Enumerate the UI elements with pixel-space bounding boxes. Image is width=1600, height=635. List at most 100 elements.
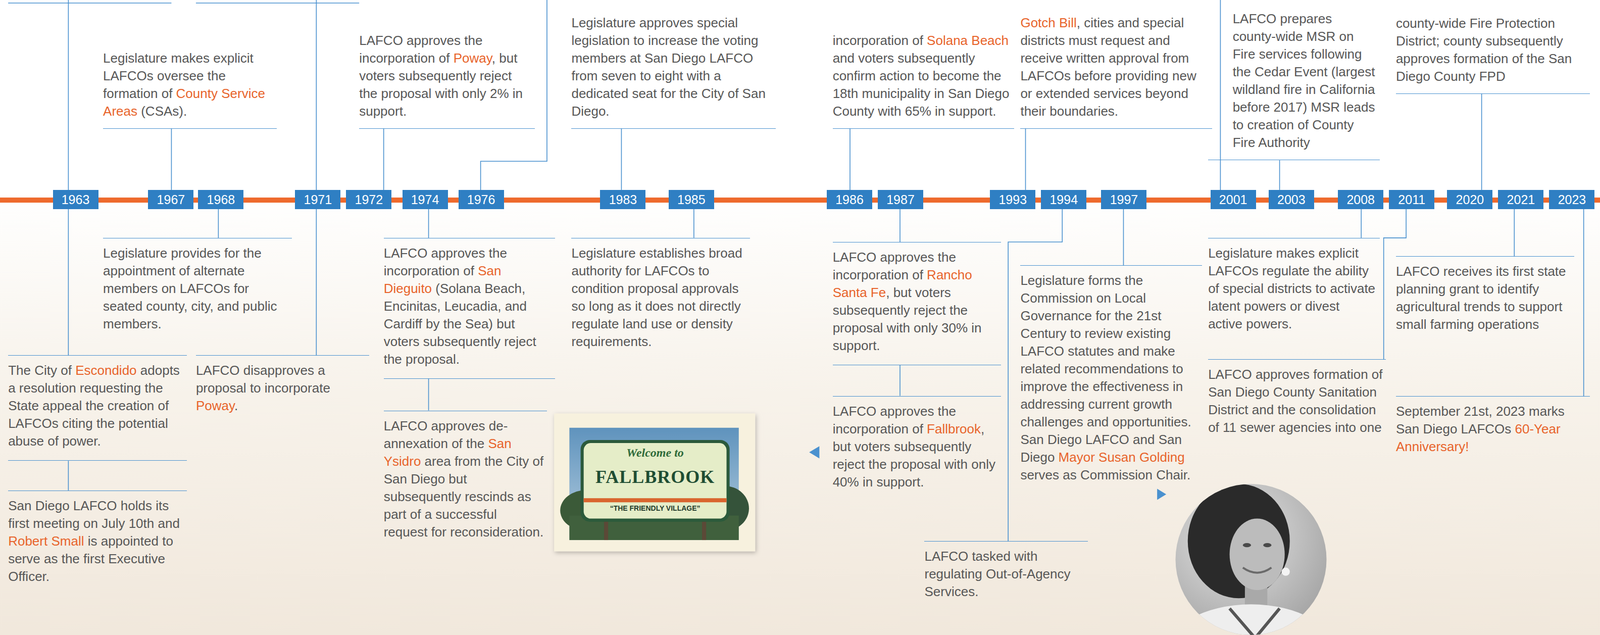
event-note: Legislature forms the Commission on Loca…: [1020, 265, 1203, 486]
year-label: 1963: [53, 189, 99, 210]
leader-line: [68, 460, 70, 491]
year-label: 2023: [1548, 189, 1595, 210]
event-note: county-wide Fire Protection District; co…: [1395, 14, 1590, 94]
highlight: Fallbrook: [926, 421, 981, 437]
highlight: Mayor: [1058, 449, 1095, 465]
leader-line: [1360, 209, 1362, 238]
event-note: LAFCO tasked with regulating Out-of-Agen…: [924, 540, 1088, 603]
sign-text: Welcome to: [583, 445, 727, 461]
highlight: Poway: [453, 50, 492, 66]
highlight: Areas: [103, 103, 138, 119]
highlight: Beach: [971, 32, 1009, 48]
event-text: LAFCO approves the incorporation of Fall…: [832, 402, 998, 491]
year-marker: 2020: [1446, 189, 1493, 210]
event-note: incorporation of Solana Beach and voters…: [832, 31, 1015, 129]
highlight: Golding: [1139, 449, 1185, 465]
event-note: LAFCO approves formation of San Diego Co…: [1208, 359, 1386, 439]
leader-line: [428, 209, 430, 238]
highlight: Gotch: [1020, 15, 1056, 31]
highlight: Susan: [1098, 449, 1136, 465]
event-note: San Diego LAFCO holds its first meeting …: [8, 490, 187, 588]
portrait-photo: [1165, 481, 1337, 635]
event-text: LAFCO approves formation of San Diego Co…: [1208, 365, 1383, 437]
fallbrook-photo: [554, 413, 756, 552]
sign-text: FALLBROOK: [577, 466, 733, 488]
highlight: Small: [51, 533, 84, 549]
event-text: Legislature makes explicit LAFCOs overse…: [103, 49, 274, 121]
event-text: LAFCO approves the incorporation of Ranc…: [832, 248, 998, 355]
leader-line: [1025, 128, 1027, 190]
event-text: Legislature approves special legislation…: [571, 14, 773, 121]
event-note: Legislature establishes broad authority …: [571, 237, 750, 353]
event-text: LAFCO disapproves a proposal to incorpor…: [195, 361, 367, 415]
leader-line: [1513, 209, 1515, 257]
year-marker: 2001: [1210, 189, 1257, 210]
highlight: Anniversary!: [1395, 438, 1470, 455]
highlight: Robert: [8, 533, 48, 549]
highlight: Rancho: [926, 267, 973, 283]
year-marker: 1967: [147, 189, 194, 210]
event-text: LAFCO approves the incorporation of San …: [383, 244, 553, 369]
year-marker: 2003: [1268, 189, 1315, 210]
year-marker: 2023: [1548, 189, 1595, 210]
leader-line: [899, 365, 901, 396]
event-text: Legislature establishes broad authority …: [571, 244, 747, 351]
year-label: 1993: [989, 189, 1036, 210]
event-note: Legislature approves special legislation…: [571, 14, 776, 129]
leader-line: [693, 209, 695, 238]
event-text: LAFCO receives its first state planning …: [1395, 262, 1572, 334]
highlight: 60-Year: [1515, 421, 1561, 437]
year-label: 1976: [458, 189, 505, 210]
highlight: County: [176, 85, 218, 102]
event-text: The City of Escondido adopts a resolutio…: [8, 361, 184, 450]
highlight: Dieguito: [383, 280, 432, 296]
year-marker: 1976: [458, 189, 505, 210]
event-text: September 21st, 2023 marks San Diego LAF…: [1395, 402, 1587, 456]
leader-line: [316, 209, 318, 356]
event-note: LAFCO disapproves a proposal to incorpor…: [195, 355, 370, 417]
year-marker: 1993: [989, 189, 1036, 210]
event-note: Legislature makes explicit LAFCOs overse…: [103, 49, 277, 129]
event-text: Legislature forms the Commission on Loca…: [1020, 271, 1199, 484]
leader-line: [1220, 0, 1222, 190]
highlight: Ysidro: [383, 453, 422, 469]
event-note: Legislature makes explicit LAFCOs regula…: [1208, 237, 1380, 335]
year-marker: 1994: [1040, 189, 1087, 210]
year-marker: 1971: [294, 189, 341, 210]
leader-line: [621, 128, 623, 190]
pointer-triangle: [1157, 488, 1167, 500]
year-marker: 1974: [402, 189, 448, 210]
year-marker: 2008: [1337, 189, 1384, 210]
year-label: 1997: [1101, 189, 1147, 210]
year-marker: 2021: [1497, 189, 1544, 210]
highlight: San: [477, 263, 502, 279]
year-marker: 1987: [877, 189, 924, 210]
highlight: Solana: [926, 32, 968, 48]
highlight: Fe: [870, 284, 886, 300]
highlight: Escondido: [75, 362, 137, 378]
event-note: The City of Escondido adopts a resolutio…: [8, 355, 187, 461]
highlight: Poway: [195, 397, 235, 414]
leader-line: [218, 209, 220, 238]
event-text: LAFCO prepares county-wide MSR on Fire s…: [1232, 10, 1377, 152]
year-label: 2003: [1268, 189, 1315, 210]
year-marker: 1968: [197, 189, 244, 210]
event-note: LAFCO approves the incorporation of Ranc…: [832, 241, 1002, 366]
year-label: 1983: [600, 189, 646, 210]
event-note: September 21st, 2023 marks San Diego LAF…: [1395, 395, 1590, 458]
leader-line: [1583, 209, 1585, 396]
event-note: LAFCO prepares county-wide MSR on Fire s…: [1208, 10, 1380, 161]
event-text: LAFCO approves the incorporation of Powa…: [359, 31, 532, 121]
year-label: 1971: [294, 189, 341, 210]
event-text: Gotch Bill, cities and special districts…: [1020, 14, 1210, 121]
year-label: 1972: [345, 189, 392, 210]
event-text: LAFCO approves de-annexation of the San …: [383, 417, 544, 541]
event-note: LAFCO approves the incorporation of Powa…: [359, 31, 535, 129]
year-label: 1994: [1040, 189, 1087, 210]
highlight: Service: [221, 85, 266, 102]
year-label: 2021: [1497, 189, 1544, 210]
year-label: 1968: [197, 189, 244, 210]
leader-line: [899, 209, 901, 242]
year-marker: 2011: [1388, 189, 1435, 210]
